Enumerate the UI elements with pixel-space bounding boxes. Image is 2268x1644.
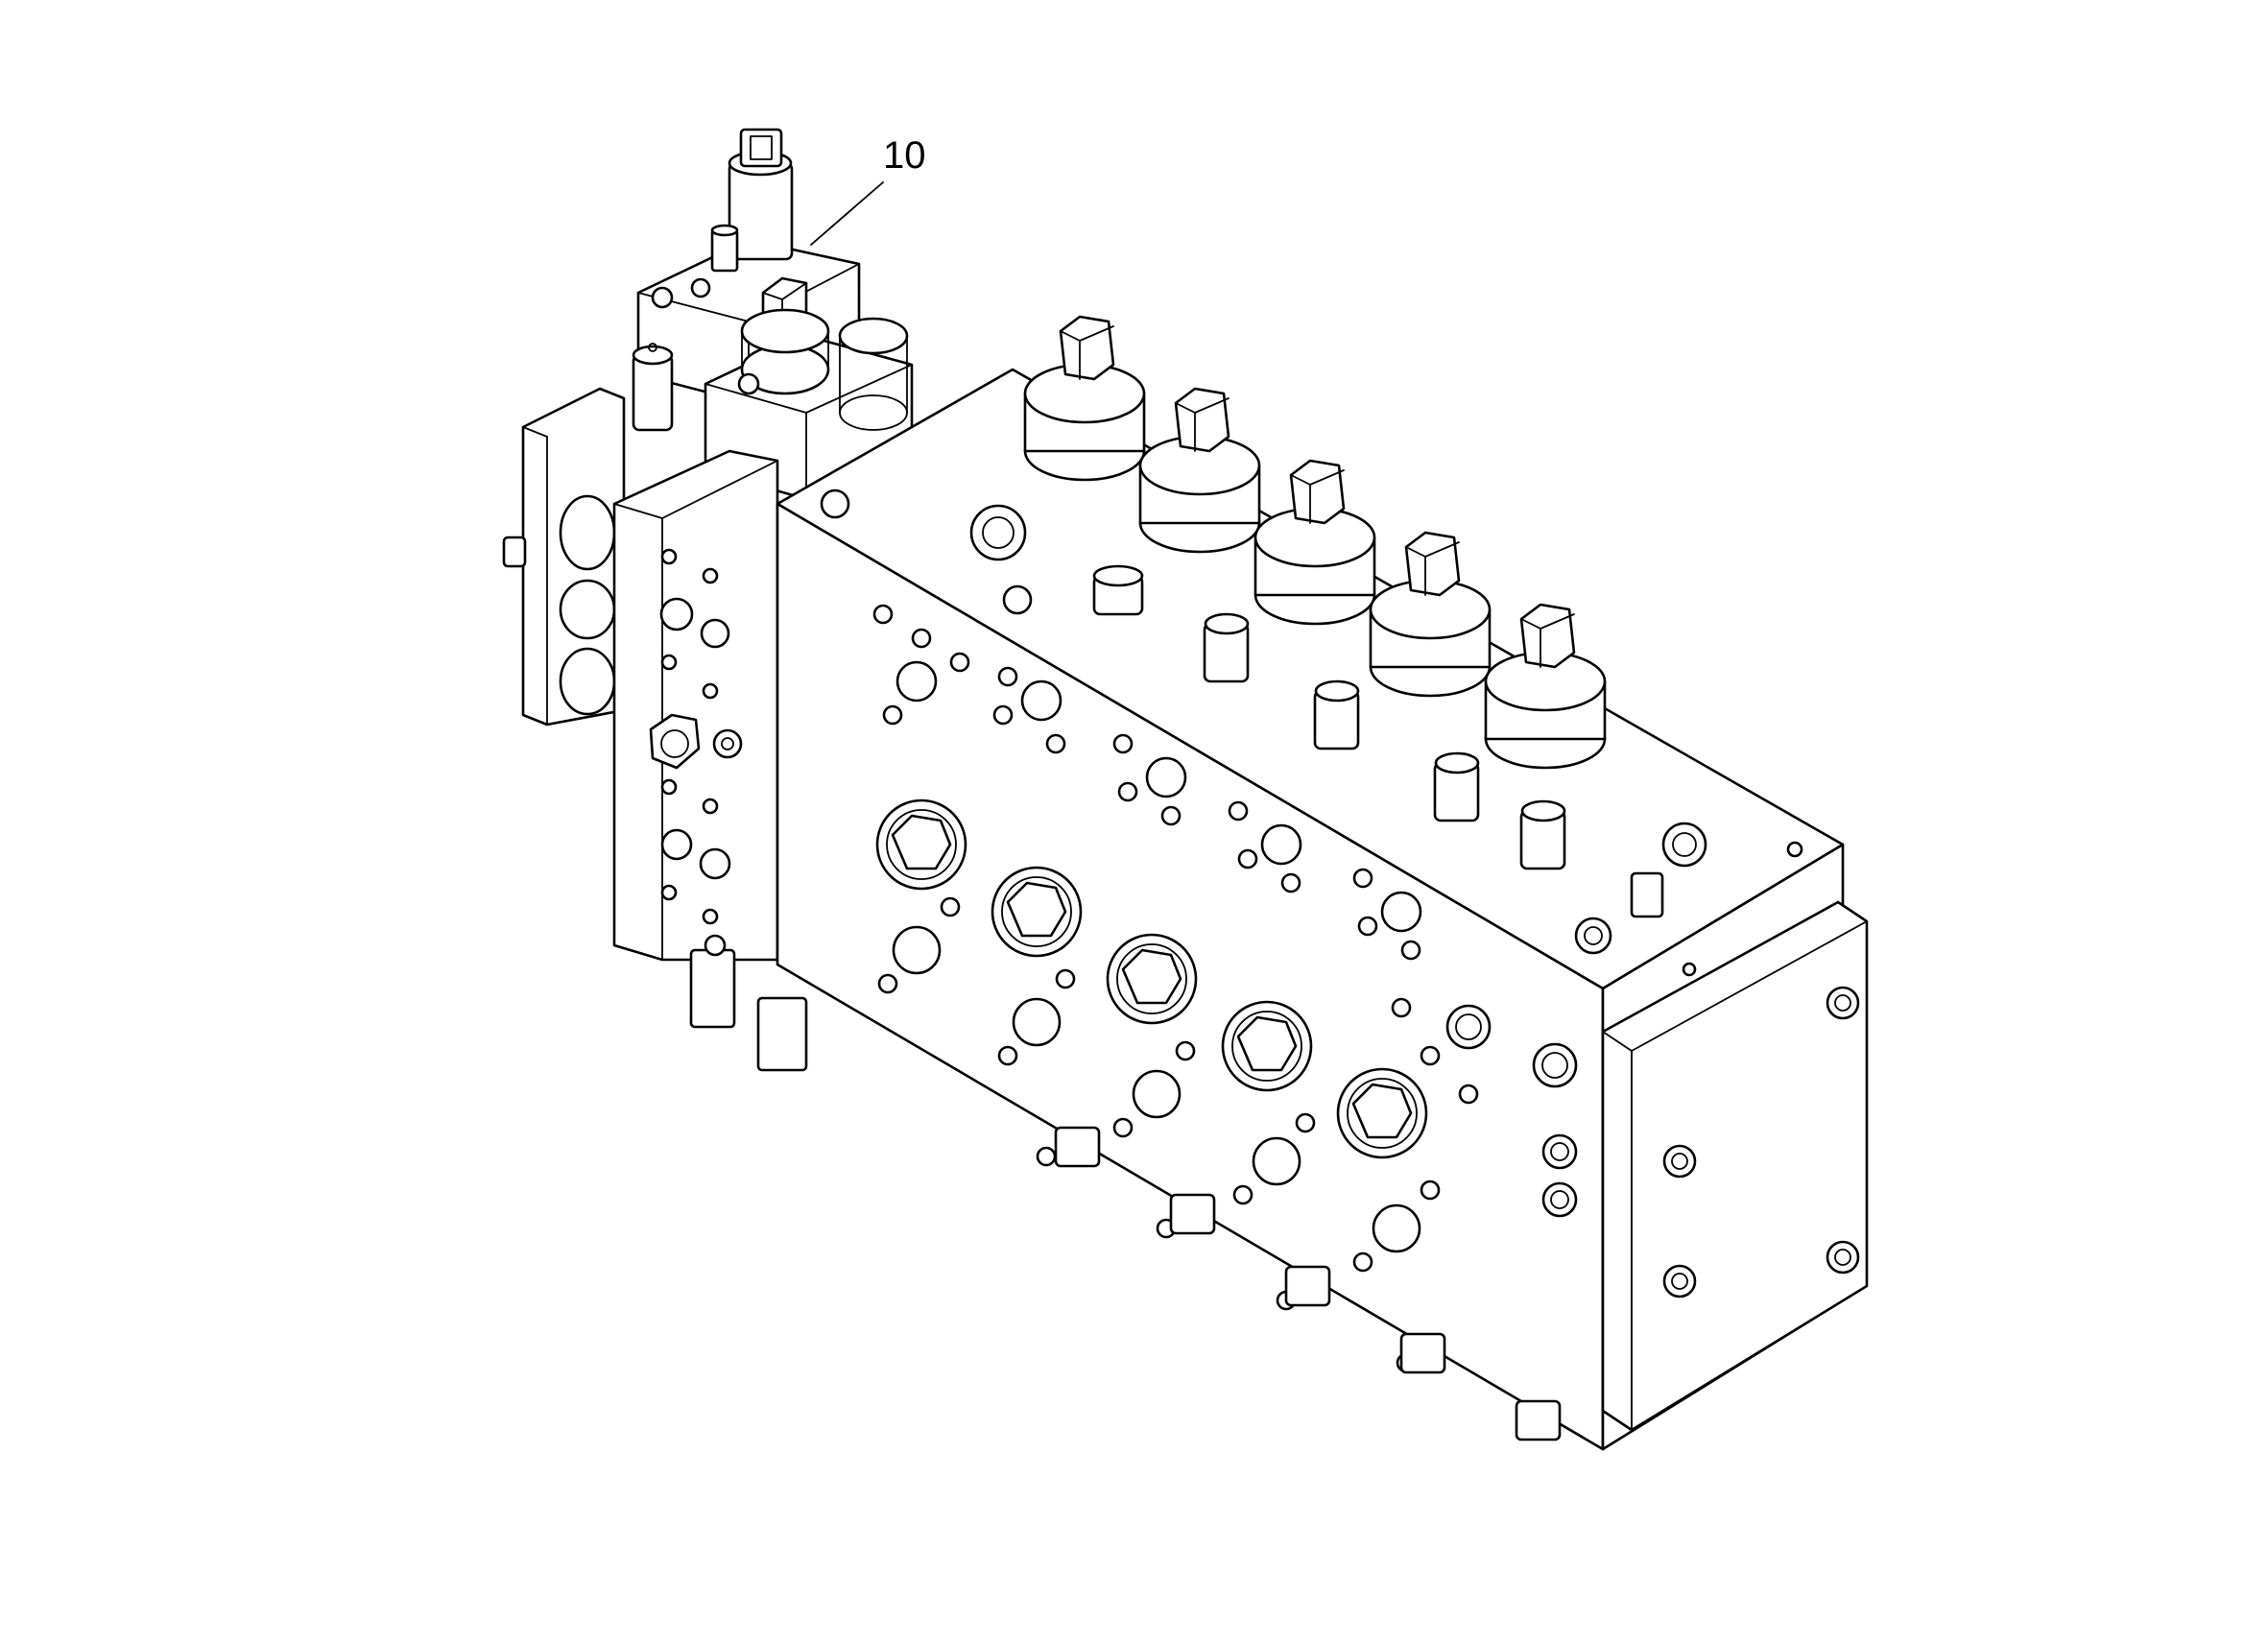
main-manifold-block [776, 368, 1845, 1451]
callout-label: 10 [883, 134, 926, 177]
lower-fittings [1054, 1126, 1562, 1441]
rear-solenoid-assembly [502, 128, 914, 1072]
front-port-pattern [872, 604, 1479, 1373]
top-check-fittings [820, 488, 1803, 955]
front-hex-plugs [875, 798, 1428, 1159]
top-cartridge-valves [1023, 315, 1607, 770]
callout-10: 10 [810, 134, 926, 246]
end-cover-plate [1601, 900, 1869, 1432]
callout-leader-line [810, 181, 884, 246]
